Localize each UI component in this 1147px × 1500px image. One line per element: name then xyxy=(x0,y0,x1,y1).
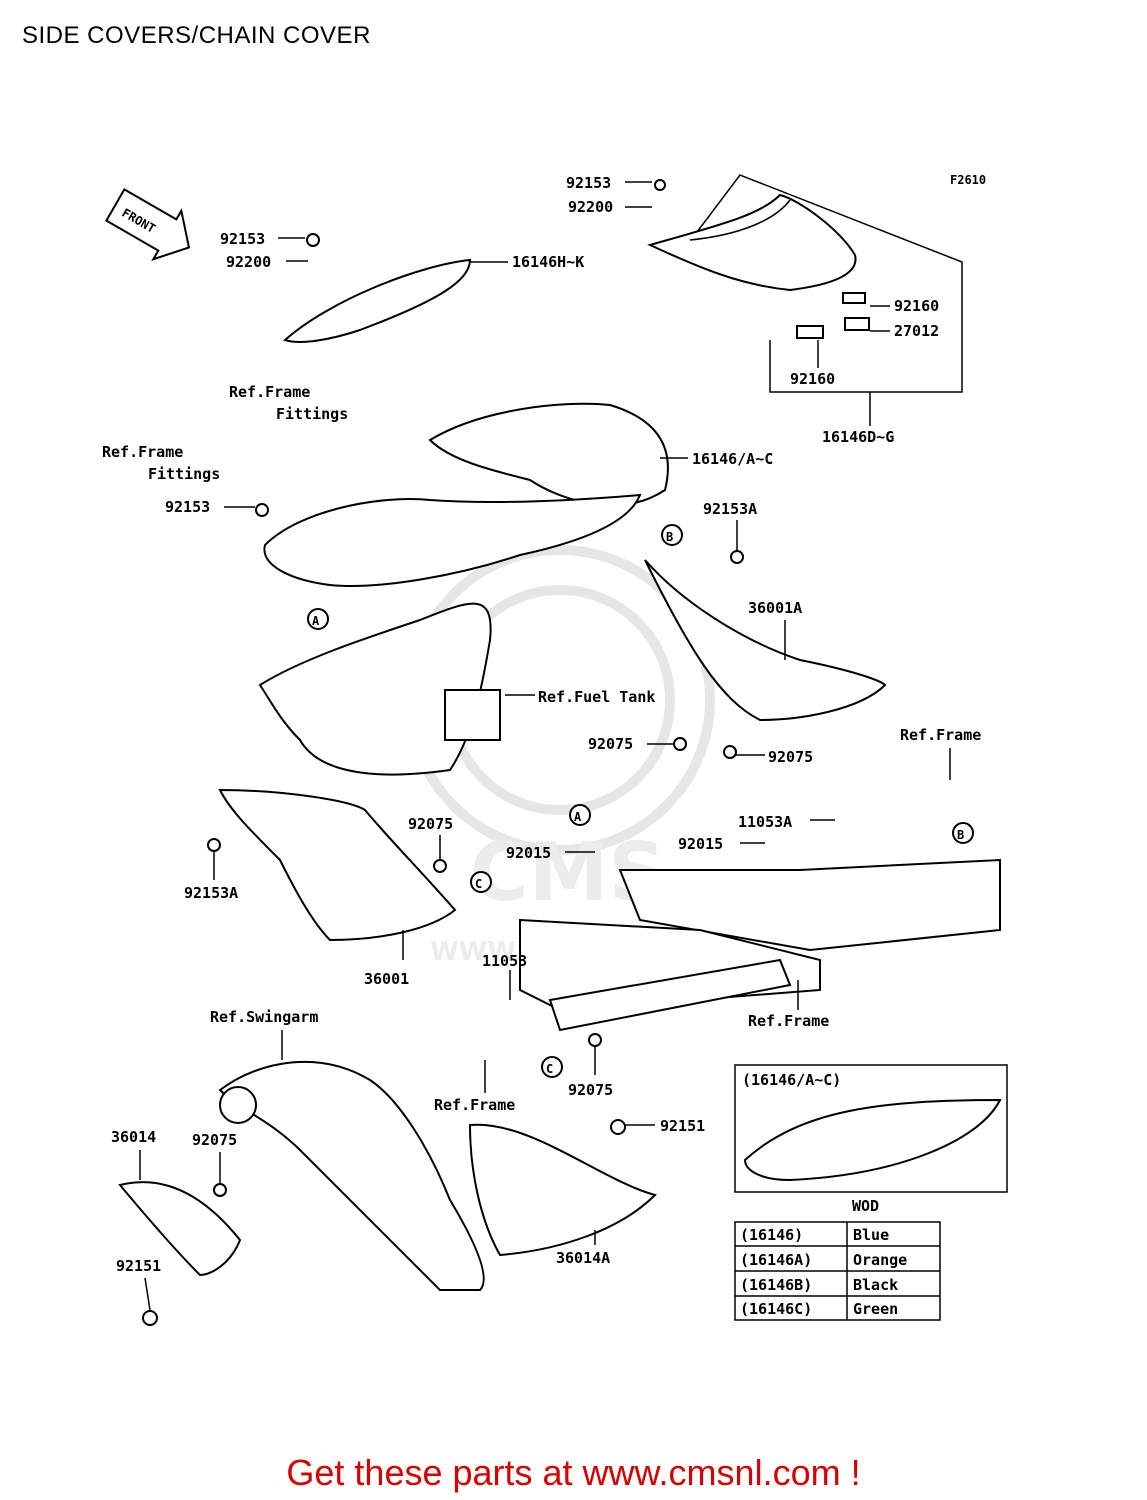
fastener-icons xyxy=(142,179,744,1326)
wod-code-0: (16146) xyxy=(740,1226,803,1244)
label-36001A: 36001A xyxy=(748,599,802,617)
fuel-tank-ref xyxy=(258,602,501,776)
ref-frame-fittings-2b: Fittings xyxy=(148,465,220,483)
tail-cover-16146DG xyxy=(647,174,963,393)
wod-label: WOD xyxy=(852,1197,879,1215)
label-92075-d: 92075 xyxy=(568,1081,613,1099)
ref-swingarm: Ref.Swingarm xyxy=(210,1008,318,1026)
label-92075-e: 92075 xyxy=(192,1131,237,1149)
front-arrow-icon: FRONT xyxy=(104,188,191,262)
ref-frame-fittings-2a: Ref.Frame xyxy=(102,443,183,461)
callout-c2: C xyxy=(546,1062,553,1076)
label-36014: 36014 xyxy=(111,1128,156,1146)
wod-color-3: Green xyxy=(853,1300,898,1318)
label-92153-left: 92153 xyxy=(220,230,265,248)
seat-cover-16146HK xyxy=(283,258,472,343)
label-92151-b: 92151 xyxy=(116,1257,161,1275)
side-cover-16146AC xyxy=(263,402,669,587)
figure-code: F2610 xyxy=(950,173,986,187)
wod-code-3: (16146C) xyxy=(740,1300,812,1318)
label-92075-a: 92075 xyxy=(588,735,633,753)
wod-code-1: (16146A) xyxy=(740,1251,812,1269)
callout-b2: B xyxy=(957,828,964,842)
inset-title: (16146/A~C) xyxy=(742,1071,841,1089)
callout-a: A xyxy=(312,614,320,628)
ref-frame-fittings-1b: Fittings xyxy=(276,405,348,423)
chain-cover-36014A xyxy=(468,1123,657,1257)
label-16146DG: 16146D~G xyxy=(822,428,894,446)
wod-code-2: (16146B) xyxy=(740,1276,812,1294)
parts-diagram: CMS WWW.CMSNL.COM FRONT F2610 xyxy=(102,173,1008,1326)
callouts: A B C A B C xyxy=(307,524,974,1078)
leader-lines xyxy=(139,181,951,1311)
label-92015-b: 92015 xyxy=(678,835,723,853)
label-92153A-right: 92153A xyxy=(703,500,757,518)
wod-color-0: Blue xyxy=(853,1226,889,1244)
footer-link-text[interactable]: Get these parts at www.cmsnl.com ! xyxy=(286,1452,861,1493)
inset-box xyxy=(734,1064,1008,1193)
label-36001: 36001 xyxy=(364,970,409,988)
callout-b: B xyxy=(666,530,673,544)
label-92200-left: 92200 xyxy=(226,253,271,271)
ref-frame-1: Ref.Frame xyxy=(900,726,981,744)
side-cover-36001 xyxy=(218,788,457,942)
wod-table: (16146/A~C) WOD (16146) Blue (16146A) Or… xyxy=(734,1071,941,1321)
label-92153A-left: 92153A xyxy=(184,884,238,902)
label-92153-top: 92153 xyxy=(566,174,611,192)
label-92153-mid: 92153 xyxy=(165,498,210,516)
label-16146HK: 16146H~K xyxy=(512,253,584,271)
wod-color-2: Black xyxy=(853,1276,898,1294)
callout-a2: A xyxy=(574,810,582,824)
label-92160b: 92160 xyxy=(790,370,835,388)
ref-frame-2: Ref.Frame xyxy=(748,1012,829,1030)
label-27012: 27012 xyxy=(894,322,939,340)
label-36014A: 36014A xyxy=(556,1249,610,1267)
ref-frame-fittings-1a: Ref.Frame xyxy=(229,383,310,401)
side-cover-36001A xyxy=(644,559,887,722)
label-92015-a: 92015 xyxy=(506,844,551,862)
swingarm-ref xyxy=(218,1060,485,1291)
wod-color-1: Orange xyxy=(853,1251,907,1269)
part-labels: 92153 92200 92153 92200 16146H~K 92160 2… xyxy=(102,174,981,1275)
frame-ref xyxy=(519,858,1001,1032)
label-11053A: 11053A xyxy=(738,813,792,831)
label-16146AC: 16146/A~C xyxy=(692,450,773,468)
label-92151-a: 92151 xyxy=(660,1117,705,1135)
label-92160a: 92160 xyxy=(894,297,939,315)
ref-frame-3: Ref.Frame xyxy=(434,1096,515,1114)
ref-fuel-tank: Ref.Fuel Tank xyxy=(538,688,655,706)
page-title: SIDE COVERS/CHAIN COVER xyxy=(22,22,371,49)
label-92200-top: 92200 xyxy=(568,198,613,216)
callout-c: C xyxy=(475,877,482,891)
label-11053: 11053 xyxy=(482,952,527,970)
chain-cover-36014 xyxy=(118,1181,242,1277)
label-92075-c: 92075 xyxy=(408,815,453,833)
label-92075-b: 92075 xyxy=(768,748,813,766)
